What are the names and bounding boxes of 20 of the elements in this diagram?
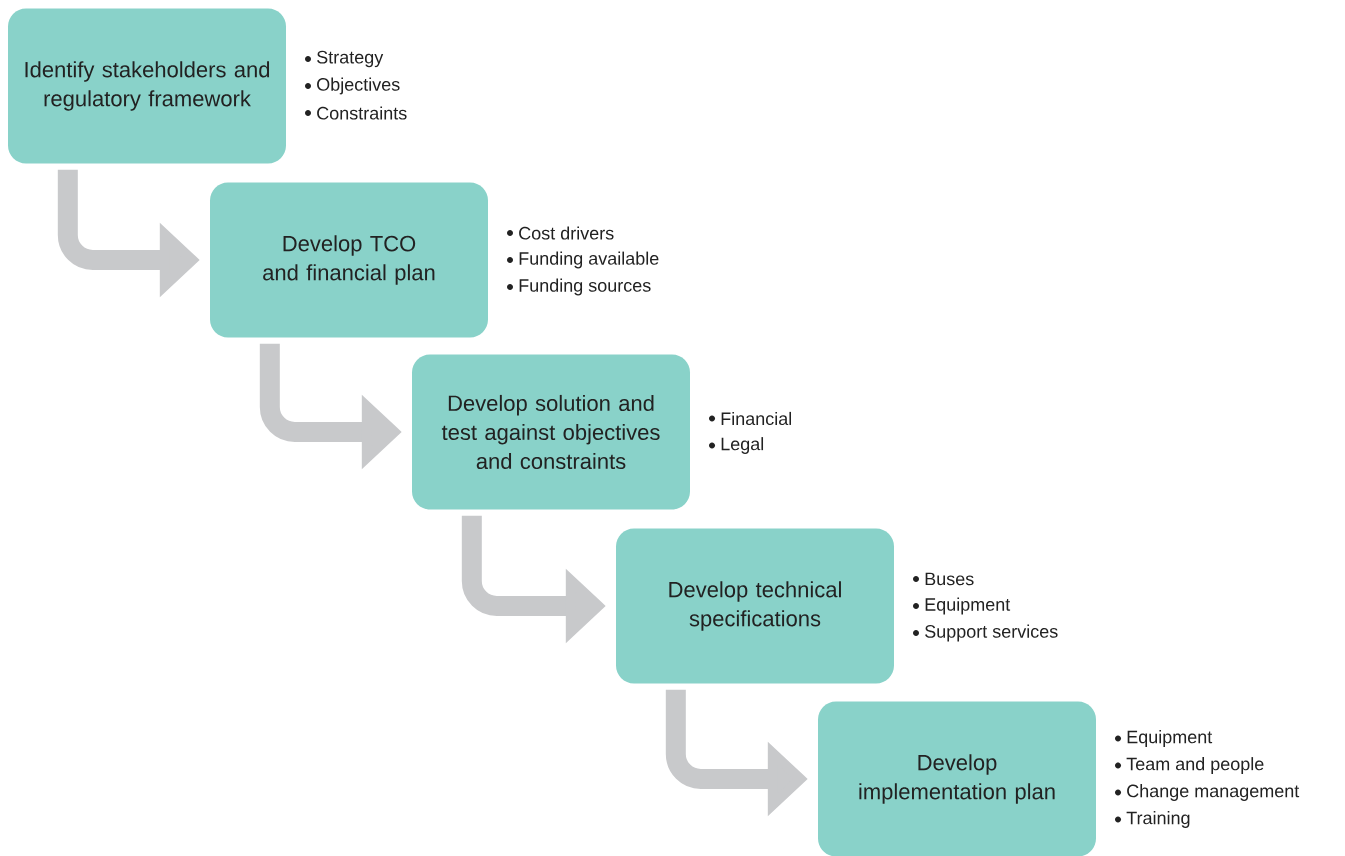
- bullet-item: Funding available: [507, 251, 659, 269]
- process-box: Develop technical specifications: [616, 528, 894, 684]
- bullet-item: Buses: [913, 572, 974, 586]
- bullet-item: Funding sources: [507, 278, 651, 296]
- bullet-item: Financial: [709, 411, 791, 426]
- process-box: Develop implementation plan: [818, 701, 1096, 856]
- process-box: Develop TCO and financial plan: [210, 182, 488, 338]
- bullet-item: Objectives: [305, 77, 400, 95]
- bullet-item: Change management: [1115, 784, 1300, 801]
- bullet-item: Equipment: [913, 597, 1011, 615]
- bullet-item: Strategy: [305, 50, 384, 68]
- bullet-item: Support services: [913, 624, 1058, 642]
- process-box: Identify stakeholders and regulatory framework: [8, 8, 286, 164]
- bullet-item: Equipment: [1115, 730, 1213, 747]
- bullet-item: Team and people: [1115, 757, 1264, 774]
- bullet-item: Legal: [709, 437, 764, 454]
- bullet-item: Constraints: [305, 106, 407, 120]
- bullet-item: Training: [1115, 811, 1190, 828]
- process-box: Develop solution and test against objectives and constraints: [412, 354, 690, 510]
- bullet-item: Cost drivers: [507, 226, 614, 240]
